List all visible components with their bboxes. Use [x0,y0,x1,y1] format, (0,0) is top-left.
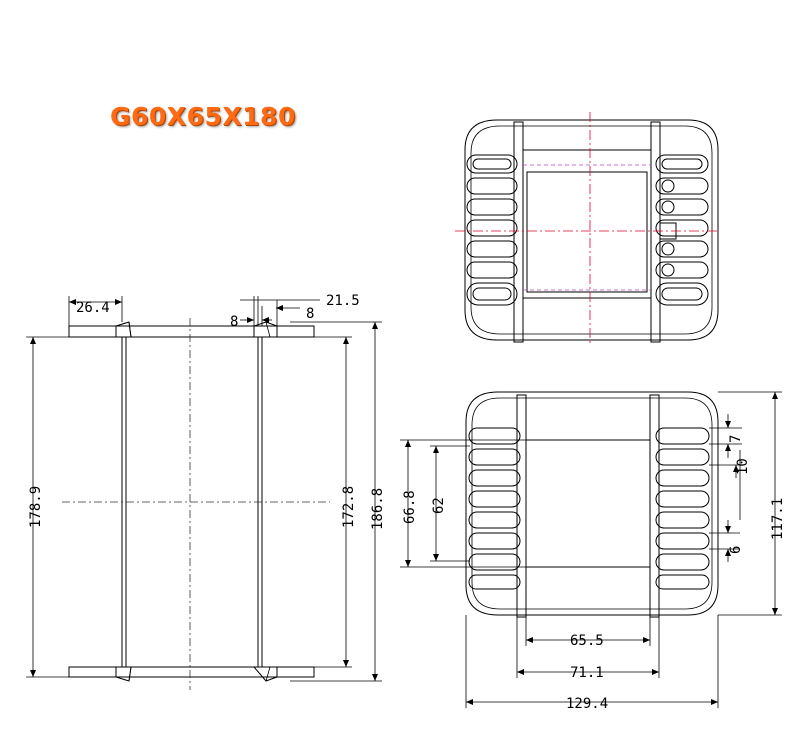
dim-front-height-total: 178.9 [28,486,44,528]
dim-front-gap-a: 8 [230,314,238,330]
dim-front-gap-b: 8 [306,306,314,322]
side-view [455,112,720,346]
dim-top-pitch-b: 10 [735,458,751,475]
dim-front-right-flange: 21.5 [326,293,360,309]
front-dimensions: 26.4 21.5 8 8 178.9 172.8 186.8 [26,293,386,682]
dim-top-width-c: 129.4 [566,696,608,712]
front-view [62,318,330,690]
dim-top-height-a: 66.8 [402,490,418,524]
dim-top-height-c: 117.1 [770,498,786,540]
dim-front-left-flange: 26.4 [76,300,110,316]
part-title: G60X65X180 [110,102,296,131]
dim-top-pitch-a: 7 [728,435,744,443]
top-view [465,391,719,618]
dim-top-width-a: 65.5 [570,633,604,649]
dim-top-height-b: 62 [431,497,447,514]
dim-front-height-outer: 186.8 [370,488,386,530]
dim-front-height-inner: 172.8 [341,486,357,528]
top-dimensions: 66.8 62 117.1 7 10 6 65.5 [400,391,786,712]
dim-top-slot: 6 [728,546,744,554]
dim-top-width-b: 71.1 [570,665,604,681]
